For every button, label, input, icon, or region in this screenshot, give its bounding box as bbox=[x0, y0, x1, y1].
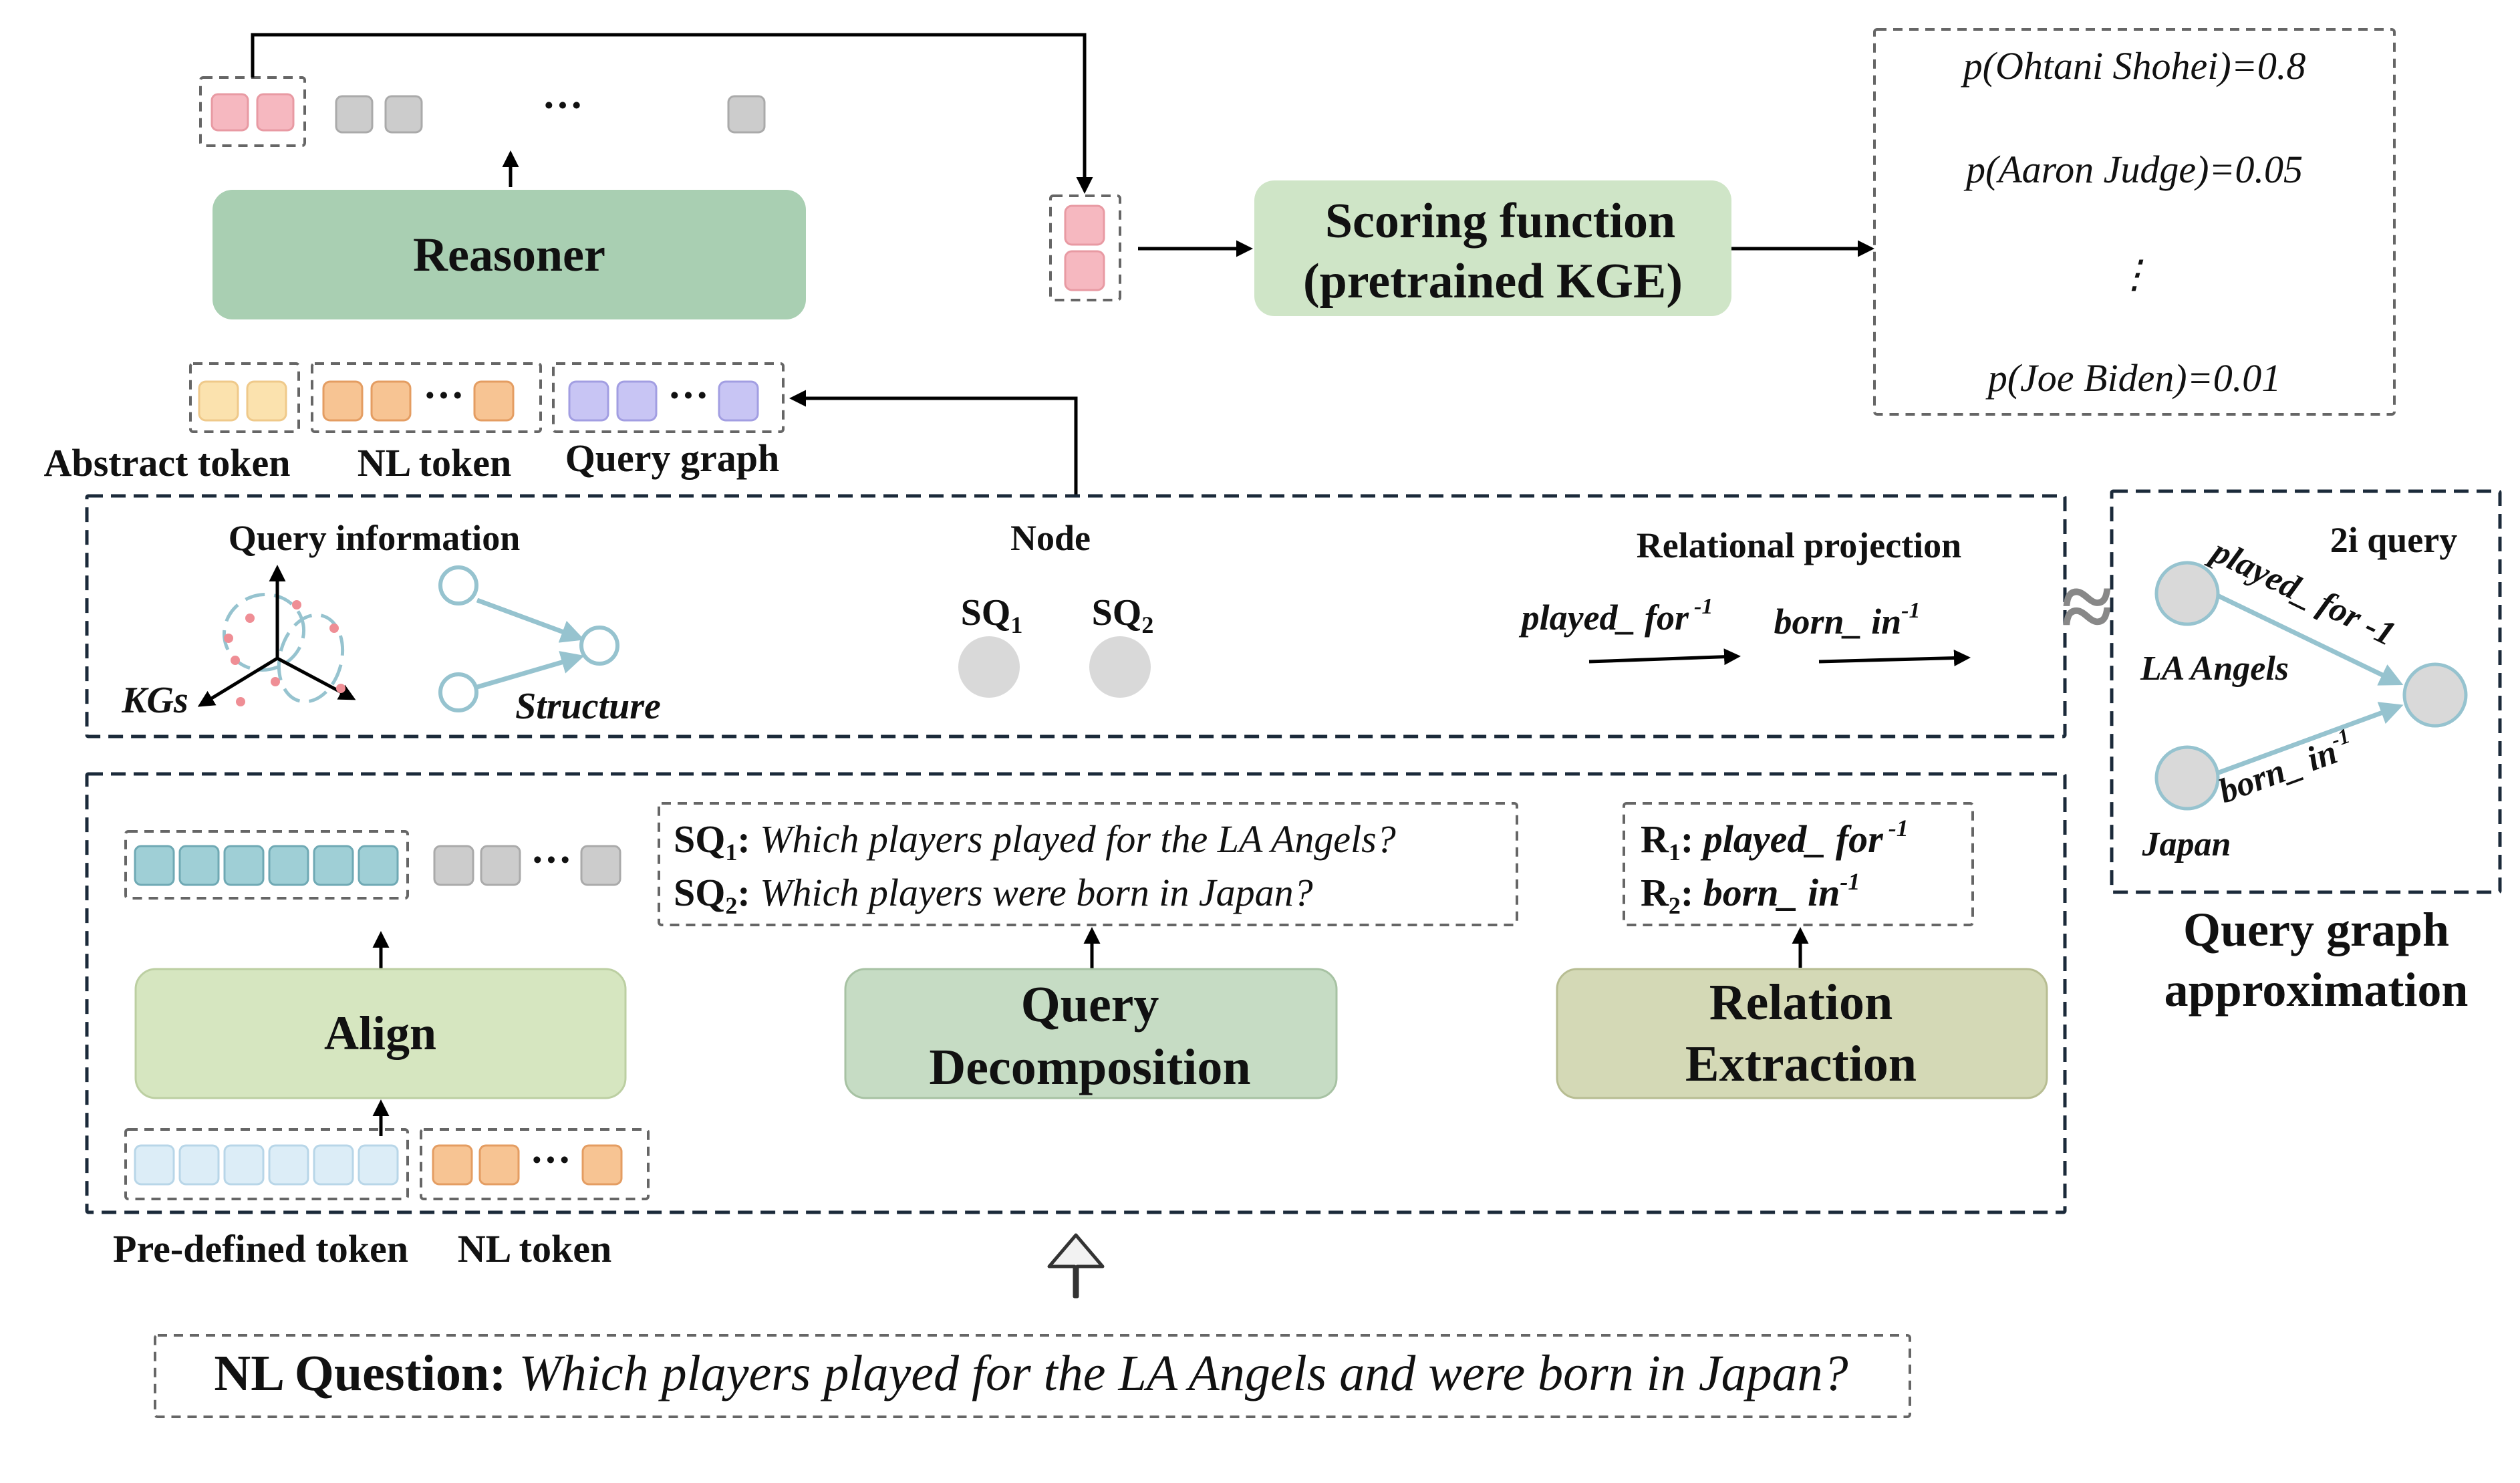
sub-question-1: SQ1: Which players played for the LA Ang… bbox=[674, 817, 1396, 865]
query-graph-token-ellipsis: ··· bbox=[668, 373, 709, 418]
structure-icon bbox=[438, 565, 619, 712]
relation-played-for-label: played_ for-1 bbox=[1519, 594, 1713, 638]
node-title: Node bbox=[1010, 518, 1091, 558]
scoring-line1: Scoring function bbox=[1325, 194, 1675, 249]
nl-question: NL Question: Which players played for th… bbox=[214, 1345, 1848, 1401]
decomposition-line1: Query bbox=[1021, 976, 1159, 1033]
relation-born-in-label: born_ in-1 bbox=[1774, 598, 1921, 642]
aligned-tokens bbox=[124, 830, 621, 900]
sq2-node bbox=[1089, 636, 1151, 698]
query-information-panel bbox=[85, 494, 2067, 738]
question-input-arrow bbox=[1047, 1233, 1105, 1299]
relation-extraction-line1: Relation bbox=[1709, 974, 1893, 1031]
question-processing-panel bbox=[85, 772, 2067, 1214]
panel-to-query-graph-connector bbox=[789, 390, 1078, 496]
query-graph-panel bbox=[2110, 489, 2502, 894]
relation-extraction-line2: Extraction bbox=[1685, 1036, 1917, 1092]
probability-3: p(Joe Biden)=0.01 bbox=[1985, 356, 2281, 400]
align-input-ellipsis: ··· bbox=[530, 1137, 571, 1183]
predefined-token-label: Pre-defined token bbox=[113, 1227, 408, 1270]
reasoner-box bbox=[213, 190, 806, 319]
query-graph-caption-line1: Query graph bbox=[2183, 903, 2449, 956]
probabilities-box bbox=[1873, 28, 2396, 416]
relation-born-in-arrow bbox=[1818, 650, 1971, 667]
sub-question-2: SQ2: Which players were born in Japan? bbox=[674, 871, 1313, 919]
relations-box bbox=[1623, 802, 1974, 926]
kgs-label: KGs bbox=[121, 680, 188, 721]
scoring-line2: (pretrained KGE) bbox=[1303, 254, 1683, 309]
nl-token-label-bottom: NL token bbox=[458, 1227, 611, 1270]
probability-ellipsis: ⋮ bbox=[2115, 253, 2154, 296]
nl-token-label-top: NL token bbox=[358, 441, 511, 485]
relation-r1: R1: played_ for-1 bbox=[1641, 815, 1909, 865]
align-box bbox=[134, 968, 627, 1099]
align-input-tokens bbox=[124, 1128, 650, 1200]
reasoner-input-tokens bbox=[189, 362, 785, 433]
approximation-symbol: ≈ bbox=[2062, 555, 2113, 659]
sq2-node-label: SQ2 bbox=[1092, 592, 1154, 638]
query-graph-edge-born-in bbox=[2212, 702, 2404, 777]
scoring-input-tokens bbox=[1049, 194, 1121, 301]
kgs-icon bbox=[197, 565, 356, 707]
sub-questions-box bbox=[658, 802, 1518, 926]
query-graph-label-top: Query graph bbox=[565, 436, 780, 480]
sq1-node bbox=[958, 636, 1020, 698]
aligned-tokens-ellipsis: ··· bbox=[531, 837, 572, 883]
query-graph-node1-label: LA Angels bbox=[2140, 650, 2289, 688]
abstract-token-label: Abstract token bbox=[44, 441, 291, 485]
scoring-function-box bbox=[1254, 180, 1731, 316]
query-graph-node-japan bbox=[2154, 745, 2220, 811]
sq1-node-label: SQ1 bbox=[961, 592, 1023, 638]
relational-projection-title: Relational projection bbox=[1637, 525, 1961, 565]
relation-played-for-arrow bbox=[1588, 648, 1741, 666]
probability-2: p(Aaron Judge)=0.05 bbox=[1963, 148, 2303, 191]
align-label: Align bbox=[324, 1006, 436, 1060]
reasoner-output-ellipsis: ··· bbox=[542, 83, 583, 128]
structure-label: Structure bbox=[515, 686, 661, 727]
query-graph-edge2-label: born_ in-1 bbox=[2213, 723, 2359, 811]
reasoner-output-tokens bbox=[199, 76, 766, 147]
query-graph-title: 2i query bbox=[2330, 520, 2458, 560]
probability-1: p(Ohtani Shohei)=0.8 bbox=[1961, 44, 2306, 88]
query-decomposition-box bbox=[844, 968, 1338, 1099]
reasoner-label: Reasoner bbox=[413, 228, 605, 281]
reasoner-to-scoring-connector bbox=[251, 33, 1093, 194]
query-graph-node2-label: Japan bbox=[2142, 825, 2231, 863]
query-graph-edge-played-for bbox=[2212, 591, 2404, 686]
query-information-title: Query information bbox=[229, 518, 520, 558]
relation-extraction-box bbox=[1556, 968, 2048, 1099]
query-graph-caption-line2: approximation bbox=[2164, 963, 2469, 1017]
decomposition-line2: Decomposition bbox=[929, 1039, 1250, 1095]
nl-question-box bbox=[154, 1334, 1911, 1418]
query-graph-node-la-angels bbox=[2154, 561, 2220, 626]
relation-r2: R2: born_ in-1 bbox=[1641, 868, 1860, 919]
nl-token-ellipsis: ··· bbox=[423, 373, 464, 418]
query-graph-node-target bbox=[2402, 662, 2468, 728]
